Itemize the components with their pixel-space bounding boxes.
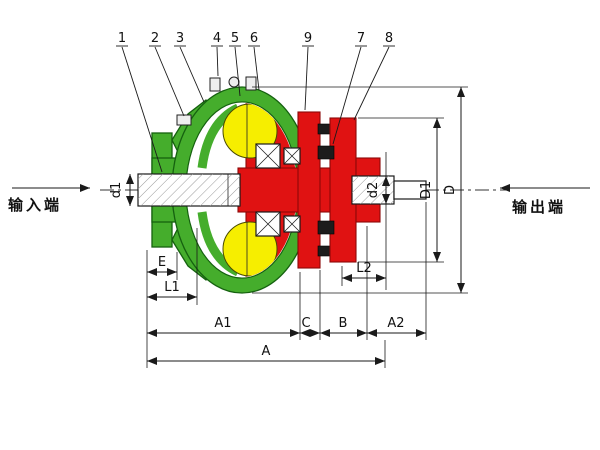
bearing	[255, 211, 281, 237]
casing-bolt	[245, 76, 257, 91]
shaft-seal-bottom	[317, 220, 335, 235]
input-shaft-group	[137, 173, 241, 207]
callout-2: 2	[149, 31, 185, 117]
callouts-group: 1 2 3 4 5 6 9 7	[116, 31, 395, 173]
callout-number: 6	[250, 31, 258, 46]
dim-label-L2: L2	[356, 261, 372, 276]
dim-label-D1: D1	[419, 181, 434, 199]
callout-number: 8	[385, 31, 393, 46]
dim-label-L1: L1	[164, 280, 180, 295]
dim-label-A1: A1	[214, 316, 231, 331]
callout-6: 6	[248, 31, 260, 91]
callout-9: 9	[302, 31, 314, 111]
callout-3: 3	[174, 31, 205, 103]
flange-bolt	[176, 114, 192, 126]
dim-label-A2: A2	[387, 316, 404, 331]
callout-4: 4	[211, 31, 223, 77]
seals-group	[317, 145, 335, 235]
callout-8: 8	[353, 31, 395, 121]
dimensions-group: d1 d2 D1 D E L1 L2 A1 C	[109, 86, 468, 368]
callout-7: 7	[332, 31, 367, 145]
bearing	[283, 147, 301, 165]
callout-1: 1	[116, 31, 163, 173]
output-shaft-group	[351, 175, 427, 205]
bearing	[255, 143, 281, 169]
shaft-seal-top	[317, 145, 335, 160]
callout-number: 9	[304, 31, 312, 46]
input-end-label: 输入端	[8, 196, 62, 214]
output-shaft-end	[393, 180, 427, 200]
dim-label-B: B	[339, 316, 348, 331]
input-shaft-hatch	[138, 174, 240, 206]
bearings-group	[255, 143, 301, 237]
callout-number: 4	[213, 31, 221, 46]
callout-number: 1	[118, 31, 126, 46]
coupling-flange-plate	[297, 111, 321, 269]
dim-label-D: D	[443, 185, 458, 195]
fusible-plug	[228, 76, 240, 88]
callout-number: 2	[151, 31, 159, 46]
bearing	[283, 215, 301, 233]
dim-label-E: E	[158, 255, 166, 270]
casing-bolt	[209, 77, 221, 92]
dim-label-C: C	[301, 316, 310, 331]
ports-group: 输入端 输出端	[8, 184, 590, 216]
callout-5: 5	[229, 31, 241, 97]
callout-number: 7	[357, 31, 365, 46]
output-end-label: 输出端	[512, 198, 566, 216]
callout-number: 3	[176, 31, 184, 46]
fasteners-group	[176, 76, 257, 126]
dim-label-d1: d1	[109, 182, 124, 199]
dim-label-A: A	[262, 344, 271, 359]
dim-label-d2: d2	[366, 182, 381, 199]
callout-number: 5	[231, 31, 239, 46]
